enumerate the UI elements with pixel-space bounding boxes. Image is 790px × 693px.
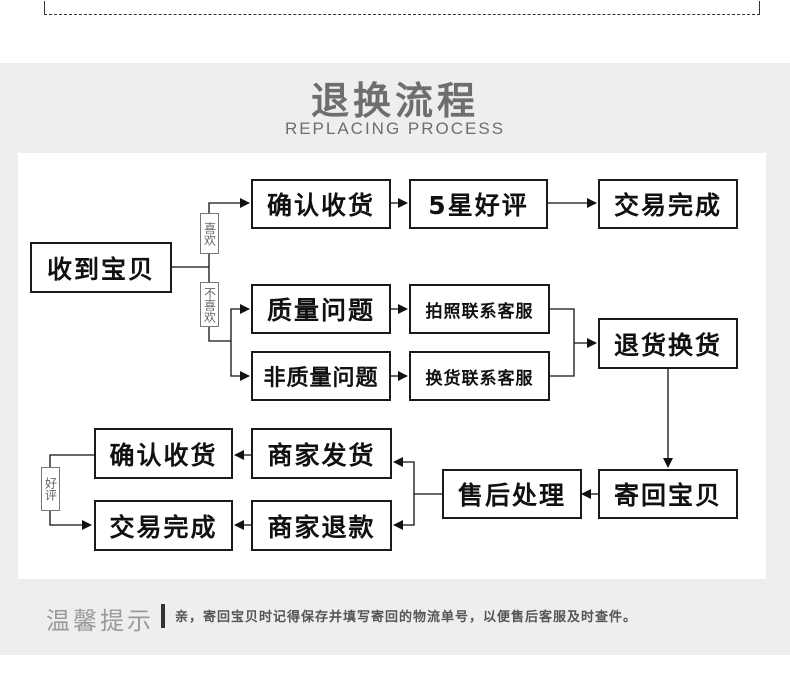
divider-right-tick [759,1,760,15]
page-subtitle: REPLACING PROCESS [284,119,506,138]
node-return-exchange: 退货换货 [598,318,738,369]
node-deal-done-2: 交易完成 [94,500,233,551]
label-good-review: 好评 [41,467,60,511]
node-send-back: 寄回宝贝 [598,469,738,519]
top-dashed-divider [44,1,760,15]
label-like: 喜欢 [200,213,219,254]
connector-merge-bracket [550,308,575,377]
connector-non-quality [230,341,250,381]
node-non-quality-issue: 非质量问题 [251,351,391,401]
tips-text: 亲，寄回宝贝时记得保存并填写寄回的物流单号，以便售后客服及时查件。 [175,610,638,625]
tips-title: 温馨提示 [46,607,154,635]
page-title: 退换流程 [310,79,479,123]
node-merchant-refund: 商家退款 [251,500,392,551]
label-dislike: 不喜欢 [200,282,219,327]
connector-quality [230,304,250,341]
node-merchant-ships: 商家发货 [251,428,392,479]
connector-to-merchant-ships [393,457,442,495]
connector-to-merchant-refund [393,494,415,530]
node-confirm-receipt: 确认收货 [251,179,391,229]
node-confirm-receipt-2: 确认收货 [94,428,233,479]
node-exchange-contact: 换货联系客服 [409,351,550,401]
node-after-sales: 售后处理 [442,469,582,519]
node-quality-issue: 质量问题 [251,284,391,334]
divider-left-tick [44,1,45,15]
node-photo-contact: 拍照联系客服 [409,284,550,334]
node-receive: 收到宝贝 [30,242,172,293]
tips-divider [161,604,165,628]
node-five-star: 5星好评 [409,179,548,229]
node-deal-done: 交易完成 [598,179,738,229]
